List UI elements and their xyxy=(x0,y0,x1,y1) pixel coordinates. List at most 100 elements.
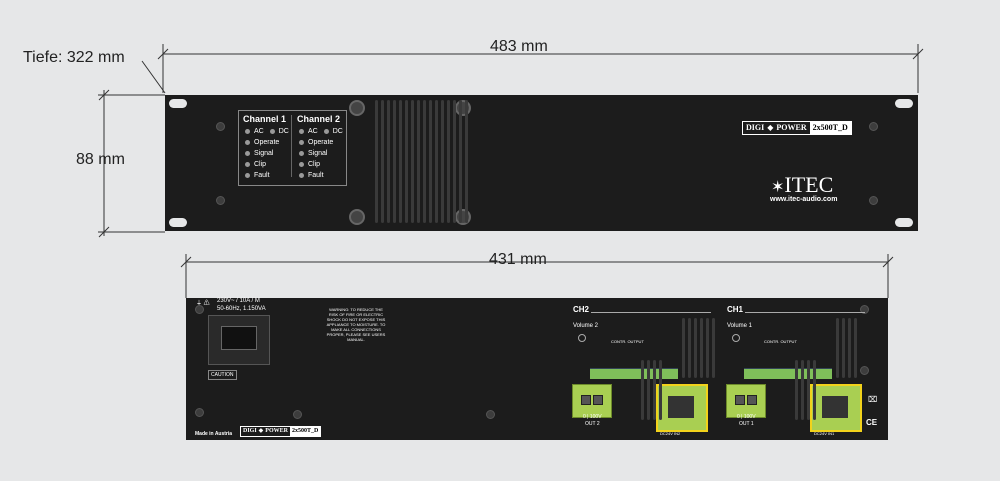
height-label: 88 mm xyxy=(76,151,125,168)
rear-width-label: 431 mm xyxy=(489,251,547,268)
vent-slot xyxy=(848,318,851,378)
ch2-dc-label: DC24V IN2 xyxy=(660,431,681,436)
ch1-volume-label: Volume 1 xyxy=(727,323,753,329)
vent-slot xyxy=(435,100,438,223)
brand-logo: ✶ITEC xyxy=(771,172,834,197)
heatsink-screw xyxy=(349,100,365,116)
vent-slot xyxy=(387,100,390,223)
screw xyxy=(216,196,225,205)
screw xyxy=(869,196,878,205)
power-rating-1: 230V~ / 10A / M xyxy=(217,298,260,304)
ch2-output-terminal[interactable] xyxy=(572,384,612,418)
ch1-out-range: 0 | 100V xyxy=(737,414,756,420)
ch2-volume-knob[interactable] xyxy=(578,334,586,342)
vent-slot xyxy=(653,360,656,420)
vent-slot xyxy=(375,100,378,223)
vent-slot xyxy=(706,318,709,378)
channel2-fault: Fault xyxy=(299,170,324,181)
vent-slot xyxy=(441,100,444,223)
vent-slot xyxy=(647,360,650,420)
screw xyxy=(860,366,869,375)
vent-slot xyxy=(405,100,408,223)
ch2-control-terminal[interactable] xyxy=(590,368,678,379)
screw xyxy=(860,305,869,314)
screw xyxy=(486,410,495,419)
vent-slot xyxy=(694,318,697,378)
vent-slot xyxy=(682,318,685,378)
vent-slot xyxy=(836,318,839,378)
vent-slot xyxy=(659,360,662,420)
heatsink-screw xyxy=(455,100,471,116)
channel-display: Channel 1 AC DC Operate Signal Clip Faul… xyxy=(238,110,347,186)
rack-slot xyxy=(895,99,913,108)
vent-slot xyxy=(641,360,644,420)
depth-label: Tiefe: 322 mm xyxy=(23,49,125,66)
vent-slot xyxy=(429,100,432,223)
ch1-volume-knob[interactable] xyxy=(732,334,740,342)
screw xyxy=(195,305,204,314)
power-rating-2: 50-60Hz, 1.150VA xyxy=(217,306,266,312)
screw xyxy=(216,122,225,131)
itec-logo-icon: ✶ xyxy=(771,179,785,196)
ch1-dc-terminal[interactable] xyxy=(810,384,862,432)
ch2-dc-terminal[interactable] xyxy=(656,384,708,432)
vent-slot xyxy=(417,100,420,223)
ch1-ctrl-label: CONTR. OUTPUT xyxy=(764,339,797,344)
made-in-label: Made in Austria xyxy=(195,431,233,437)
weee-icon: ⌧ xyxy=(868,395,878,404)
ch1-label: CH1 xyxy=(727,305,744,314)
screw xyxy=(195,408,204,417)
vent-slot xyxy=(801,360,804,420)
vent-slot xyxy=(447,100,450,223)
ch2-out-label: OUT 2 xyxy=(585,421,600,427)
diamond-icon: ◆ xyxy=(767,123,774,132)
vent-slot xyxy=(459,100,462,223)
vent-slot xyxy=(700,318,703,378)
vent-slot xyxy=(399,100,402,223)
front-panel: Channel 1 AC DC Operate Signal Clip Faul… xyxy=(165,95,918,231)
channel2-clip: Clip xyxy=(299,159,320,170)
channel1-title: Channel 1 xyxy=(243,114,287,124)
channel2-title: Channel 2 xyxy=(297,114,341,124)
rear-model-badge: DIGI ◆ POWER 2x500T_D xyxy=(240,426,322,437)
ch2-ctrl-label: CONTR. OUTPUT xyxy=(611,339,644,344)
ch1-control-terminal[interactable] xyxy=(744,368,832,379)
ch1-out-label: OUT 1 xyxy=(739,421,754,427)
ch1-dc-label: DC24V IN1 xyxy=(814,431,835,436)
vent-slot xyxy=(688,318,691,378)
power-inlet[interactable] xyxy=(208,315,270,365)
rack-slot xyxy=(169,99,187,108)
rack-slot xyxy=(895,218,913,227)
ch1-output-terminal[interactable] xyxy=(726,384,766,418)
heatsink-screw xyxy=(349,209,365,225)
ch2-volume-label: Volume 2 xyxy=(573,323,599,329)
rack-slot xyxy=(169,218,187,227)
vent-slot xyxy=(842,318,845,378)
screw xyxy=(293,410,302,419)
channel1-operate: Operate xyxy=(245,137,279,148)
model-badge: DIGI ◆ POWER 2x500T_D xyxy=(742,121,852,135)
vent-slot xyxy=(423,100,426,223)
channel2-ac: AC DC xyxy=(299,126,343,137)
vent-slot xyxy=(854,318,857,378)
ch2-out-range: 0 | 100V xyxy=(583,414,602,420)
caution-label: CAUTION xyxy=(208,370,237,380)
ch2-label: CH2 xyxy=(573,305,590,314)
ground-icon: ⏚ ⚠ xyxy=(196,301,210,307)
diamond-icon: ◆ xyxy=(258,428,264,434)
screw xyxy=(869,122,878,131)
channel1-signal: Signal xyxy=(245,148,273,159)
channel2-operate: Operate xyxy=(299,137,333,148)
channel1-ac: AC DC xyxy=(245,126,289,137)
vent-slot xyxy=(411,100,414,223)
heatsink-screw xyxy=(455,209,471,225)
vent-slot xyxy=(813,360,816,420)
vent-slot xyxy=(393,100,396,223)
rear-panel: ⏚ ⚠ 230V~ / 10A / M 50-60Hz, 1.150VA CAU… xyxy=(186,298,888,440)
channel1-fault: Fault xyxy=(245,170,270,181)
ce-mark: CE xyxy=(866,418,878,427)
website: www.itec-audio.com xyxy=(770,196,838,203)
vent-slot xyxy=(381,100,384,223)
vent-slot xyxy=(465,100,468,223)
channel1-clip: Clip xyxy=(245,159,266,170)
